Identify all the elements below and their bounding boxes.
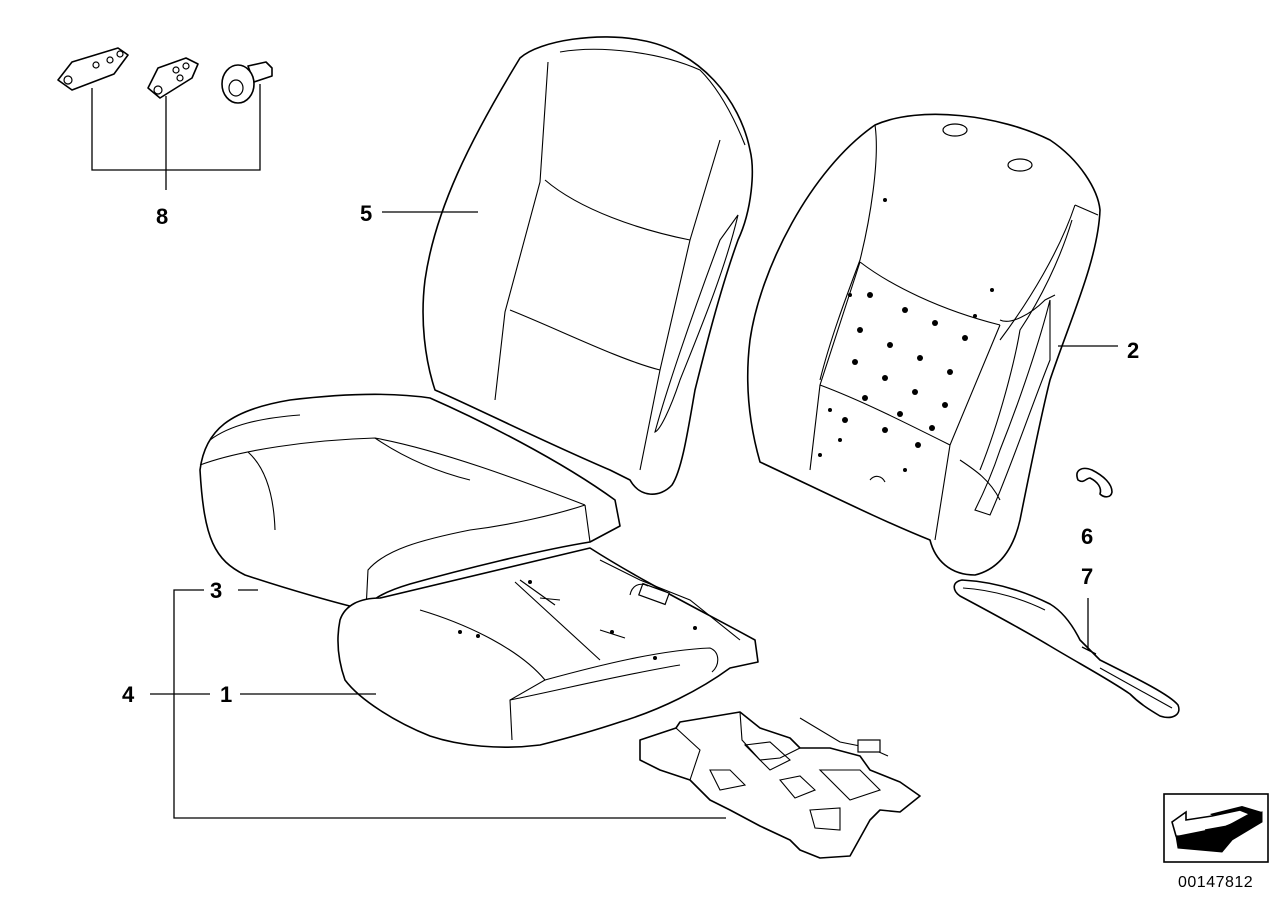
leader-8 [91, 84, 261, 190]
bracket-middle[interactable] [147, 57, 199, 99]
seat-pad[interactable] [337, 547, 759, 748]
label-7: 7 [1081, 564, 1093, 589]
backrest-cover[interactable] [422, 36, 754, 495]
diagram-code: 00147812 [1178, 874, 1253, 891]
clip[interactable] [1076, 467, 1113, 498]
label-4: 4 [122, 682, 135, 707]
seat-cover[interactable] [199, 393, 621, 611]
label-5: 5 [360, 201, 372, 226]
label-3: 3 [210, 578, 222, 603]
leader-4 [150, 589, 726, 819]
label-6: 6 [1081, 524, 1093, 549]
label-8: 8 [156, 204, 168, 229]
label-1: 1 [220, 682, 232, 707]
heating-mat[interactable] [639, 711, 921, 859]
bracket-left[interactable] [57, 47, 129, 91]
screw[interactable] [221, 61, 273, 104]
arrow-icon[interactable] [1163, 793, 1269, 863]
label-2: 2 [1127, 338, 1139, 363]
backrest-foam[interactable] [746, 113, 1101, 576]
wire[interactable] [953, 579, 1180, 719]
